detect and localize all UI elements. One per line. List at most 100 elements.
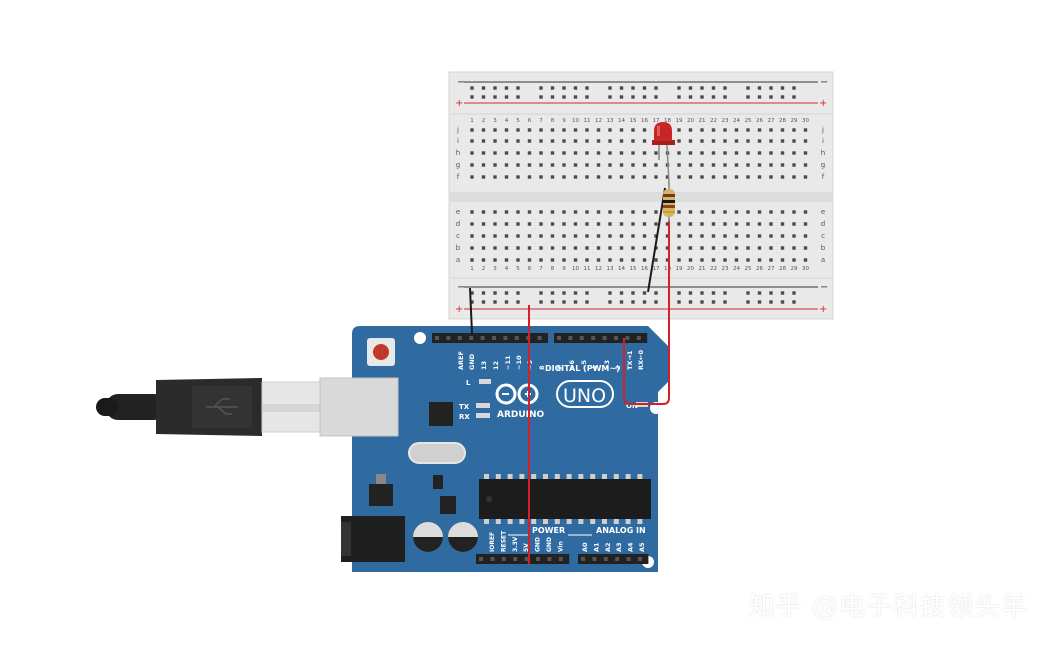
breadboard-hole[interactable]: [481, 210, 486, 214]
breadboard-hole[interactable]: [539, 234, 543, 238]
breadboard-hole[interactable]: [516, 128, 520, 132]
breadboard-hole[interactable]: [527, 234, 532, 238]
breadboard-hole[interactable]: [769, 139, 773, 143]
rail-hole[interactable]: [688, 95, 693, 99]
header-pin[interactable]: [581, 557, 585, 561]
breadboard-hole[interactable]: [642, 258, 647, 262]
breadboard-hole[interactable]: [803, 258, 808, 262]
breadboard-hole[interactable]: [631, 234, 635, 238]
breadboard-hole[interactable]: [608, 246, 612, 250]
breadboard-hole[interactable]: [677, 258, 681, 262]
breadboard-hole[interactable]: [516, 175, 520, 179]
breadboard-hole[interactable]: [803, 139, 808, 143]
rail-hole[interactable]: [723, 95, 727, 99]
breadboard-hole[interactable]: [803, 210, 808, 214]
breadboard-hole[interactable]: [734, 175, 739, 179]
breadboard-hole[interactable]: [642, 234, 647, 238]
breadboard-hole[interactable]: [711, 246, 716, 250]
header-pin[interactable]: [547, 557, 552, 561]
breadboard-hole[interactable]: [780, 175, 785, 179]
breadboard-hole[interactable]: [481, 128, 486, 132]
breadboard-hole[interactable]: [516, 139, 520, 143]
breadboard-hole[interactable]: [734, 258, 739, 262]
breadboard-hole[interactable]: [654, 163, 658, 167]
rail-hole[interactable]: [550, 300, 555, 304]
rail-hole[interactable]: [619, 86, 624, 90]
rail-hole[interactable]: [631, 300, 635, 304]
rail-hole[interactable]: [562, 300, 566, 304]
breadboard-hole[interactable]: [573, 210, 578, 214]
rail-hole[interactable]: [688, 86, 693, 90]
breadboard-hole[interactable]: [746, 163, 750, 167]
header-pin[interactable]: [492, 336, 496, 340]
breadboard-hole[interactable]: [550, 222, 555, 226]
breadboard-hole[interactable]: [608, 151, 612, 155]
breadboard-hole[interactable]: [493, 246, 497, 250]
breadboard-hole[interactable]: [619, 210, 624, 214]
rail-hole[interactable]: [780, 300, 785, 304]
breadboard-hole[interactable]: [504, 246, 509, 250]
breadboard-hole[interactable]: [688, 234, 693, 238]
breadboard-hole[interactable]: [746, 128, 750, 132]
breadboard-hole[interactable]: [493, 151, 497, 155]
rail-hole[interactable]: [608, 95, 612, 99]
rail-hole[interactable]: [573, 95, 578, 99]
breadboard-hole[interactable]: [723, 151, 727, 155]
rail-hole[interactable]: [642, 300, 647, 304]
rail-hole[interactable]: [723, 86, 727, 90]
rail-hole[interactable]: [504, 291, 509, 295]
breadboard-hole[interactable]: [688, 151, 693, 155]
header-pin[interactable]: [615, 557, 620, 561]
rail-hole[interactable]: [642, 291, 647, 295]
breadboard-hole[interactable]: [539, 128, 543, 132]
breadboard-hole[interactable]: [642, 246, 647, 250]
breadboard-hole[interactable]: [769, 258, 773, 262]
rail-hole[interactable]: [654, 291, 658, 295]
breadboard-hole[interactable]: [470, 258, 474, 262]
breadboard-hole[interactable]: [769, 175, 773, 179]
rail-hole[interactable]: [504, 86, 509, 90]
breadboard-hole[interactable]: [493, 128, 497, 132]
rail-hole[interactable]: [723, 300, 727, 304]
breadboard-hole[interactable]: [470, 128, 474, 132]
breadboard-hole[interactable]: [734, 210, 739, 214]
breadboard-hole[interactable]: [780, 151, 785, 155]
breadboard-hole[interactable]: [688, 258, 693, 262]
breadboard-hole[interactable]: [619, 234, 624, 238]
rail-hole[interactable]: [585, 291, 589, 295]
rail-hole[interactable]: [700, 95, 704, 99]
rail-hole[interactable]: [792, 300, 796, 304]
breadboard-hole[interactable]: [527, 222, 532, 226]
header-pin[interactable]: [568, 336, 573, 340]
rail-hole[interactable]: [539, 86, 543, 90]
rail-hole[interactable]: [493, 95, 497, 99]
breadboard-hole[interactable]: [573, 139, 578, 143]
breadboard-hole[interactable]: [596, 210, 601, 214]
rail-hole[interactable]: [585, 95, 589, 99]
breadboard-hole[interactable]: [642, 151, 647, 155]
breadboard-hole[interactable]: [573, 151, 578, 155]
rail-hole[interactable]: [792, 95, 796, 99]
breadboard-hole[interactable]: [700, 246, 704, 250]
header-pin[interactable]: [514, 336, 519, 340]
breadboard-hole[interactable]: [642, 175, 647, 179]
breadboard-hole[interactable]: [746, 234, 750, 238]
breadboard-hole[interactable]: [769, 210, 773, 214]
breadboard-hole[interactable]: [619, 175, 624, 179]
breadboard-hole[interactable]: [803, 246, 808, 250]
breadboard-hole[interactable]: [493, 175, 497, 179]
rail-hole[interactable]: [562, 86, 566, 90]
rail-hole[interactable]: [470, 86, 474, 90]
rail-hole[interactable]: [757, 300, 762, 304]
breadboard-hole[interactable]: [780, 139, 785, 143]
rail-hole[interactable]: [757, 86, 762, 90]
rail-hole[interactable]: [746, 300, 750, 304]
rail-hole[interactable]: [550, 291, 555, 295]
breadboard-hole[interactable]: [470, 210, 474, 214]
breadboard-hole[interactable]: [688, 128, 693, 132]
breadboard-hole[interactable]: [642, 222, 647, 226]
rail-hole[interactable]: [481, 291, 486, 295]
breadboard-hole[interactable]: [665, 175, 670, 179]
breadboard-hole[interactable]: [619, 258, 624, 262]
breadboard-hole[interactable]: [711, 175, 716, 179]
